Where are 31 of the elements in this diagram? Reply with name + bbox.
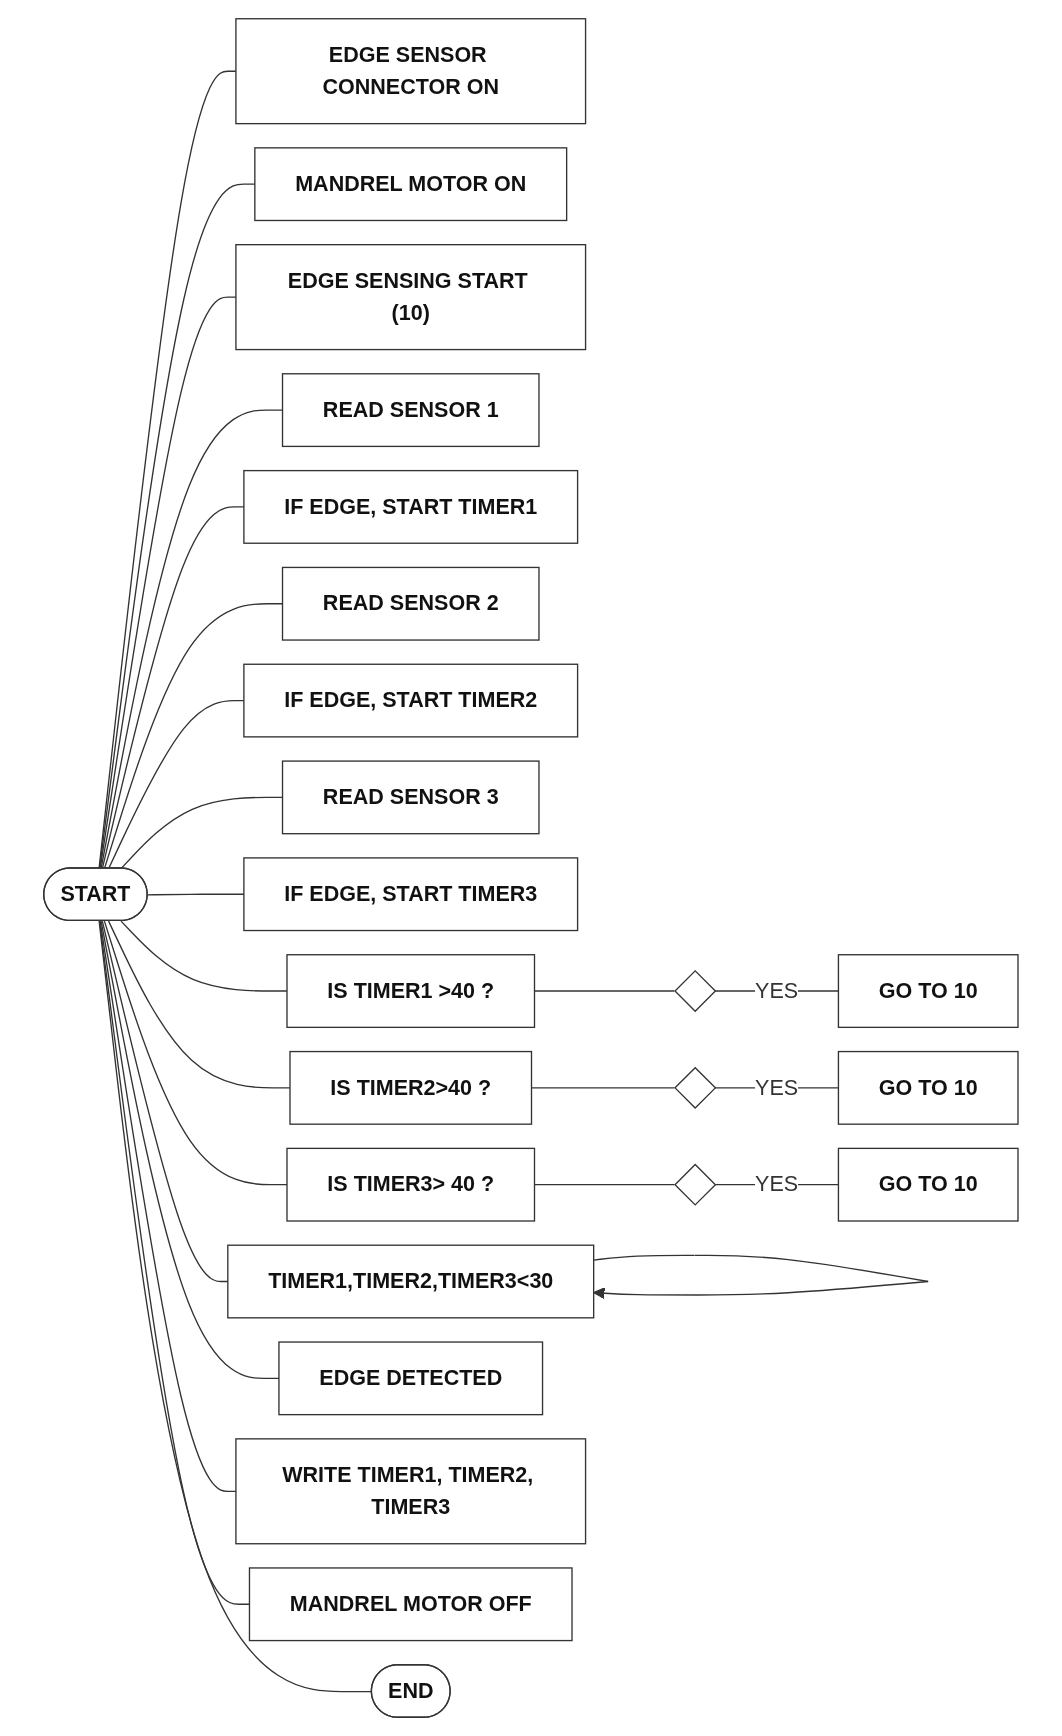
connector [108,920,291,1089]
node-box: READ SENSOR 3 [281,760,540,835]
node-box: GO TO 10 [837,1147,1019,1222]
connector [99,920,237,1492]
node-box: IS TIMER2>40 ? [289,1050,533,1125]
node-box: MANDREL MOTOR OFF [248,1567,573,1642]
connector [147,893,245,896]
node-box: MANDREL MOTOR ON [254,147,568,222]
node-box: EDGE SENSOR CONNECTOR ON [235,18,587,125]
node-box: WRITE TIMER1, TIMER2, TIMER3 [235,1438,587,1545]
node-box: IF EDGE, START TIMER3 [243,857,579,932]
edge-label: YES [755,1172,799,1196]
node-box: TIMER1,TIMER2,TIMER3<30 [227,1244,595,1319]
connector [103,920,288,1186]
node-box: EDGE DETECTED [278,1341,544,1416]
node-diamond [674,1163,717,1206]
node-box: GO TO 10 [837,1050,1019,1125]
connector [100,920,280,1379]
node-box: GO TO 10 [837,954,1019,1028]
node-box: READ SENSOR 1 [281,373,540,448]
node-diamond [674,1066,717,1109]
node-diamond [674,969,717,1013]
connector [120,920,288,992]
node-box: IS TIMER1 >40 ? [286,954,536,1028]
node-box: IF EDGE, START TIMER2 [243,663,579,738]
edge-label: YES [755,978,799,1002]
node-box: EDGE SENSING START (10) [235,244,587,351]
node-box: IF EDGE, START TIMER1 [243,469,579,544]
edge-label: YES [755,1075,799,1099]
node-box: IS TIMER3> 40 ? [286,1147,536,1222]
node-box: READ SENSOR 2 [281,566,540,641]
